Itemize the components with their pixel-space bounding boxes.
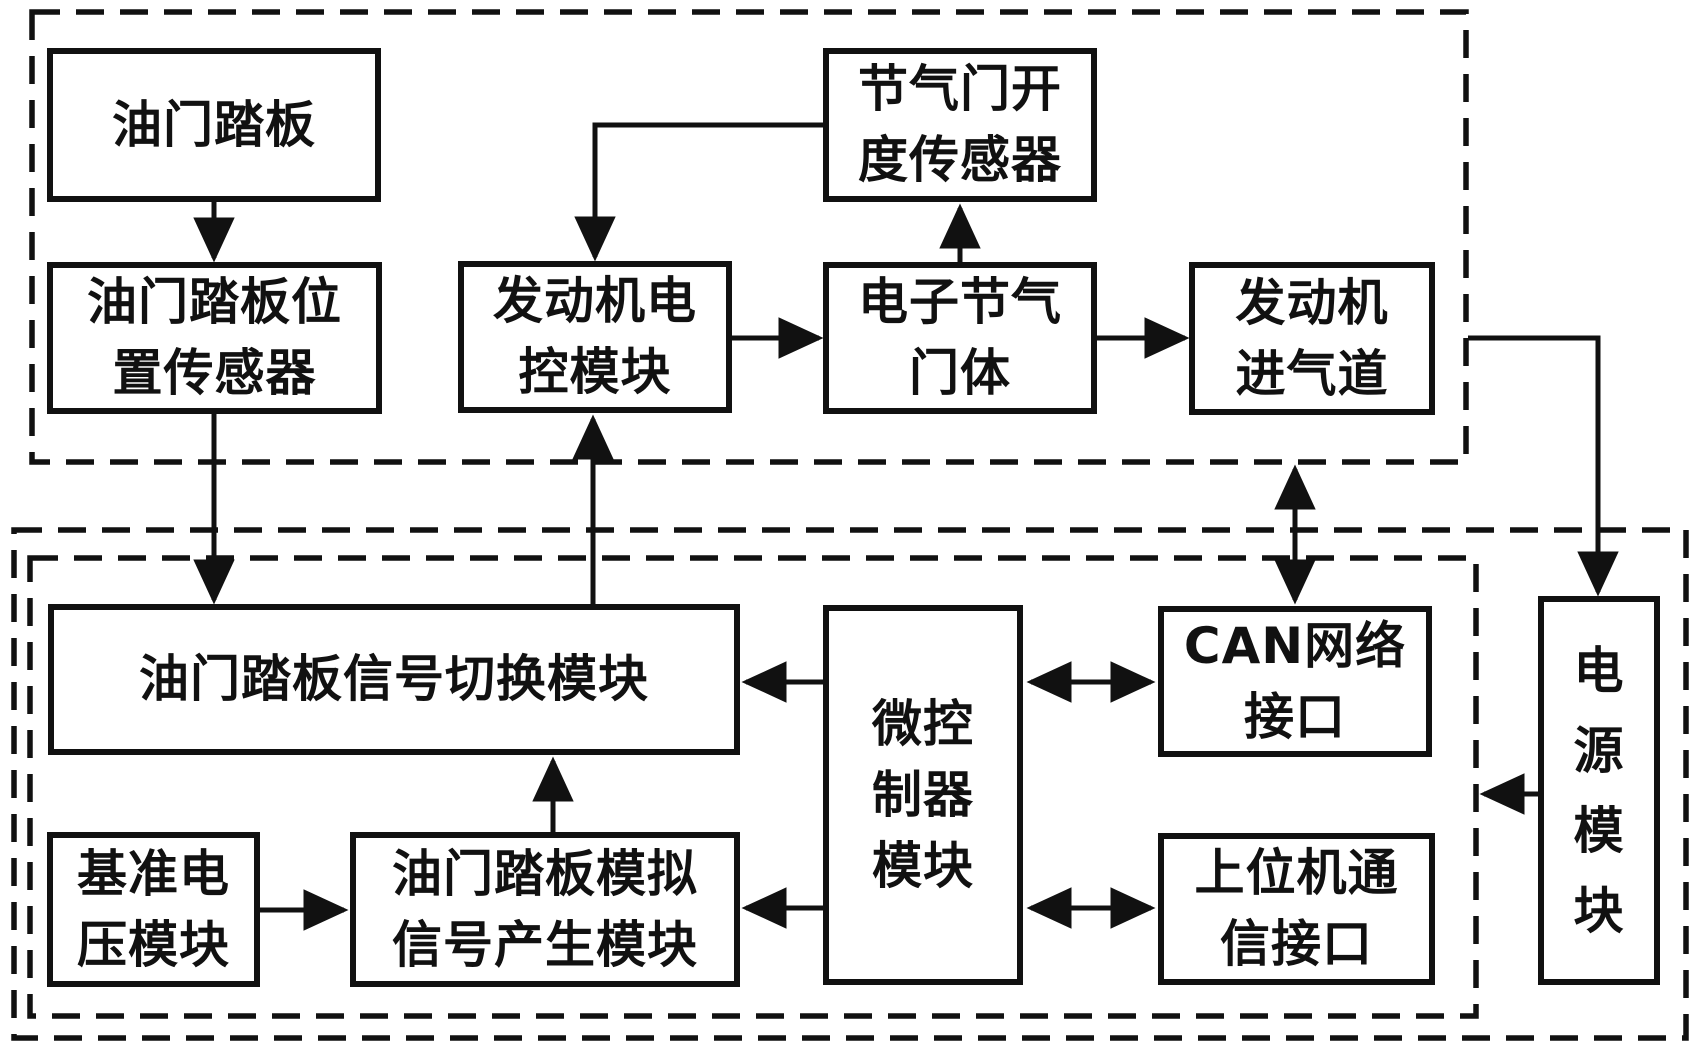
box-throttle-pedal: 油门踏板: [47, 48, 381, 202]
bottom-outer-dashed-container: [11, 527, 1689, 1041]
box-power-module: 电 源 模 块: [1538, 596, 1660, 985]
box-pedal-position-sensor: 油门踏板位 置传感器: [47, 262, 382, 414]
box-pedal-signal-switch-module: 油门踏板信号切换模块: [48, 604, 740, 755]
box-can-network-interface: CAN网络 接口: [1158, 606, 1432, 757]
box-engine-intake: 发动机 进气道: [1189, 262, 1435, 415]
box-pedal-analog-signal-generator: 油门踏板模拟 信号产生模块: [350, 832, 740, 987]
box-reference-voltage-module: 基准电 压模块: [47, 832, 260, 987]
box-microcontroller-module: 微控 制器 模块: [823, 605, 1023, 985]
box-throttle-opening-sensor: 节气门开 度传感器: [823, 48, 1097, 202]
box-electronic-throttle-body: 电子节气 门体: [823, 262, 1097, 414]
box-engine-ecu: 发动机电 控模块: [458, 261, 732, 413]
box-host-communication-interface: 上位机通 信接口: [1158, 833, 1435, 985]
arrow-top-container-to-power-module: [1468, 335, 1619, 597]
arrow-open-sensor-to-ecu: [574, 122, 823, 262]
bottom-inner-dashed-container: [27, 555, 1479, 1019]
top-dashed-container: [29, 9, 1469, 465]
